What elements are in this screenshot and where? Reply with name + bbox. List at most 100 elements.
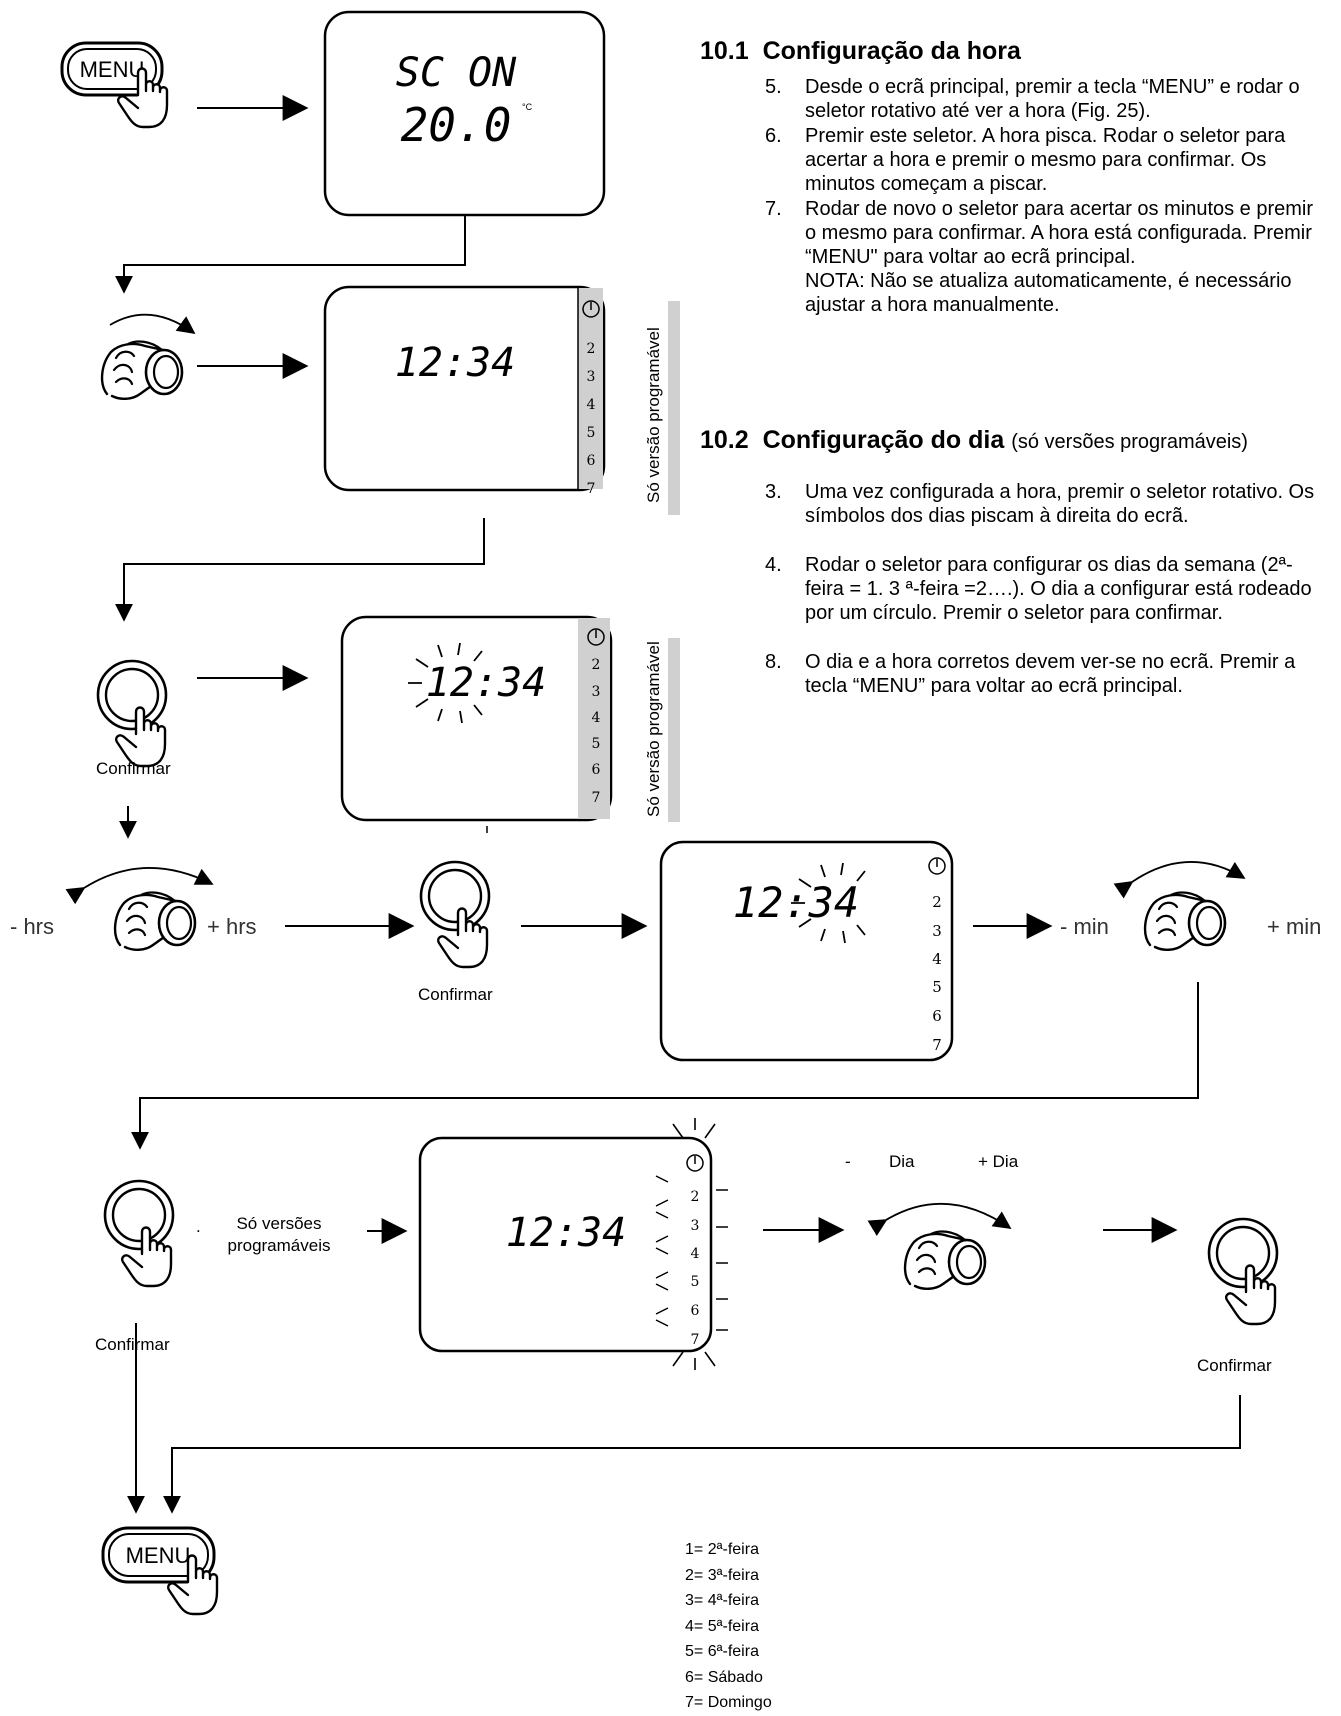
rotate-arrow-hours [65,867,214,905]
day-legend: 1= 2ª-feira 2= 3ª-feira 3= 4ª-feira 4= 5… [685,1537,772,1716]
day-number-4c: 4 [932,950,942,968]
day-number-3b: 3 [592,684,601,700]
legend-item: 6= Sábado [685,1668,763,1686]
day-number-7c: 7 [932,1036,942,1054]
day-numbers-3: 2 3 4 5 6 7 [932,893,942,1054]
rotate-knob-icon-day[interactable] [903,1230,987,1291]
day-number-3d: 3 [691,1218,700,1234]
day-number-5: 5 [587,425,596,441]
rotate-arrow-day [867,1202,1012,1237]
menu-button-top[interactable]: MENU [60,41,164,97]
day-number-5b: 5 [592,736,601,752]
day-numbers-4: 2 3 4 5 6 7 [691,1189,700,1348]
time-display-4: 12:34 [506,1210,626,1256]
day-number-7: 7 [587,481,596,497]
day-number-2b: 2 [592,657,601,673]
screen-1: SC ON 20.0 °C [323,10,606,217]
day-number-4: 4 [587,397,596,413]
step-text: O dia e a hora corretos devem ver-se no … [805,651,1296,697]
day-number-7b: 7 [592,790,601,806]
screen-4: 12:34 2 3 4 5 6 7 [659,840,954,1062]
confirm-label-4: Confirmar [1197,1356,1272,1375]
time-display-2: 12:34 [426,660,546,706]
day-number-6b: 6 [592,762,601,778]
prog-bar-1 [668,301,680,515]
prog-only-label-2: Só versão programável [644,641,663,817]
day-number-6d: 6 [691,1303,700,1319]
screen-3: 12:34 2 3 4 5 6 7 [340,615,613,822]
step-text: Rodar o seletor para configurar os dias … [805,554,1312,624]
separator-dot: . [196,1217,201,1236]
legend-item: 3= 4ª-feira [685,1592,759,1609]
rotate-knob-icon-minutes[interactable] [1143,891,1227,952]
step-number: 7. [765,198,782,220]
legend-item: 5= 6ª-feira [685,1643,759,1660]
legend-item: 4= 5ª-feira [685,1617,759,1635]
day-number-5c: 5 [932,978,942,996]
day-number-4b: 4 [592,710,601,726]
day-number-3: 3 [587,369,596,385]
connector-2 [115,518,485,622]
section1-number: 10.1 [700,37,749,65]
screen1-line1: SC ON [396,50,517,96]
dia-label: Dia [889,1152,915,1171]
day-number-2c: 2 [932,893,942,911]
setup-diagram: MENU SC ON 20.0 °C 12:34 2 3 4 5 6 7 [60,10,1279,1616]
confirm-label-3: Confirmar [95,1335,170,1354]
connector-minutes-down [131,982,1199,1150]
plus-min-label: + min [1267,914,1322,939]
day-number-2d: 2 [691,1189,700,1205]
section2-note: (só versões programáveis) [1011,431,1248,453]
rotate-knob-icon-1[interactable] [100,340,184,401]
step-text: Desde o ecrã principal, premir a tecla “… [805,76,1300,122]
screen-2: 12:34 2 3 4 5 6 7 [323,285,606,497]
step-number: 8. [765,651,782,673]
prog-bar-2 [668,638,680,822]
prog-only-label-1: Só versão programável [644,327,663,503]
prog-versions-line1: Só versões [236,1214,322,1233]
connector-1 [115,215,466,294]
section1-title: Configuração da hora [762,37,1021,65]
press-button-icon-1[interactable] [96,659,168,731]
menu-button-bottom[interactable]: MENU [101,1526,216,1584]
step-number: 3. [765,481,782,503]
rotate-arrow-minutes [1113,861,1246,899]
minus-day-label: - [845,1152,851,1171]
step-number: 4. [765,554,782,576]
section1-heading: 10.1 Configuração da hora [700,37,1021,66]
day-number-2: 2 [587,341,596,357]
day-number-7d: 7 [691,1332,700,1348]
prog-versions-line2: programáveis [227,1236,331,1255]
day-number-5d: 5 [691,1274,700,1290]
minus-hrs-label: - hrs [10,914,54,939]
screen1-line2: 20.0 [401,98,512,152]
day-numbers-1: 2 3 4 5 6 7 [587,341,596,497]
prog-versions-label: Só versões programáveis [214,1213,344,1257]
minus-min-label: - min [1060,914,1109,939]
press-button-icon-day[interactable] [103,1179,175,1251]
day-number-6c: 6 [932,1007,942,1025]
time-display-1: 12:34 [395,340,515,386]
press-button-icon-final[interactable] [1207,1217,1279,1289]
step-text: Rodar de novo o seletor para acertar os … [805,198,1314,316]
step-number: 5. [765,76,782,98]
legend-item: 2= 3ª-feira [685,1566,759,1584]
step-text: Uma vez configurada a hora, premir o sel… [805,481,1315,527]
plus-day-label: + Dia [978,1152,1019,1171]
section2-title: Configuração do dia [762,426,1005,454]
day-number-4d: 4 [691,1246,700,1262]
confirm-label-2: Confirmar [418,985,493,1004]
confirm-label-1: Confirmar [96,759,171,778]
legend-item: 1= 2ª-feira [685,1541,759,1558]
plus-hrs-label: + hrs [207,914,257,939]
step-text: Premir este seletor. A hora pisca. Rodar… [805,125,1286,195]
press-button-icon-hours[interactable] [419,860,491,932]
rotate-knob-icon-hours[interactable] [113,891,197,952]
screen1-unit: °C [522,102,533,112]
menu-label-top: MENU [80,57,145,82]
menu-label-bottom: MENU [126,1543,191,1568]
rotate-arrow-1 [109,313,196,335]
section2-number: 10.2 [700,426,749,454]
step-number: 6. [765,125,782,147]
day-number-6: 6 [587,453,596,469]
